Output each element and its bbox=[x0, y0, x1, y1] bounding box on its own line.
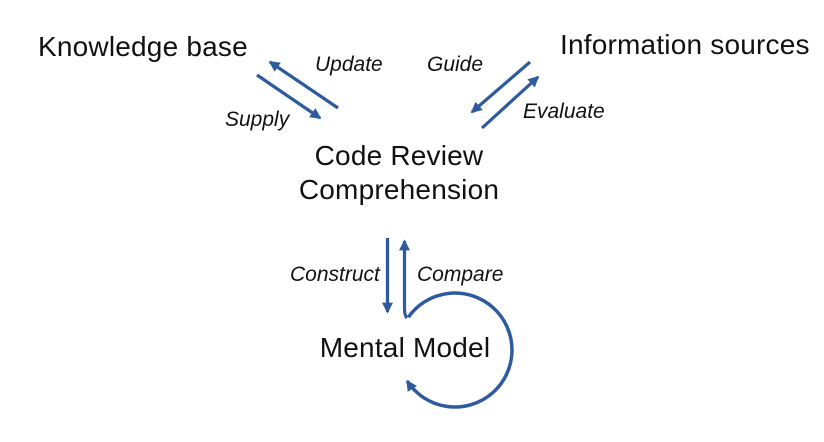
node-code-review-comprehension-line1: Code Review bbox=[314, 140, 484, 171]
mental-model-self-loop-arrow bbox=[405, 291, 514, 409]
node-mental-model: Mental Model bbox=[319, 332, 491, 363]
evaluate-arrow bbox=[480, 75, 540, 130]
edge-label-guide: Guide bbox=[427, 53, 484, 76]
node-code-review-comprehension: Code Review Comprehension bbox=[299, 139, 499, 207]
node-code-review-comprehension-line2: Comprehension bbox=[298, 174, 500, 205]
edge-label-compare: Compare bbox=[417, 263, 504, 286]
edge-label-supply: Supply bbox=[225, 108, 290, 131]
edge-label-construct: Construct bbox=[290, 263, 380, 286]
edge-label-evaluate: Evaluate bbox=[523, 100, 605, 123]
update-arrow bbox=[268, 60, 339, 110]
node-information-sources: Information sources bbox=[560, 29, 810, 60]
compare-arrow bbox=[399, 239, 410, 320]
node-knowledge-base: Knowledge base bbox=[38, 31, 248, 62]
edge-label-update: Update bbox=[315, 53, 383, 76]
supply-arrow bbox=[256, 73, 322, 120]
guide-arrow bbox=[470, 60, 532, 114]
